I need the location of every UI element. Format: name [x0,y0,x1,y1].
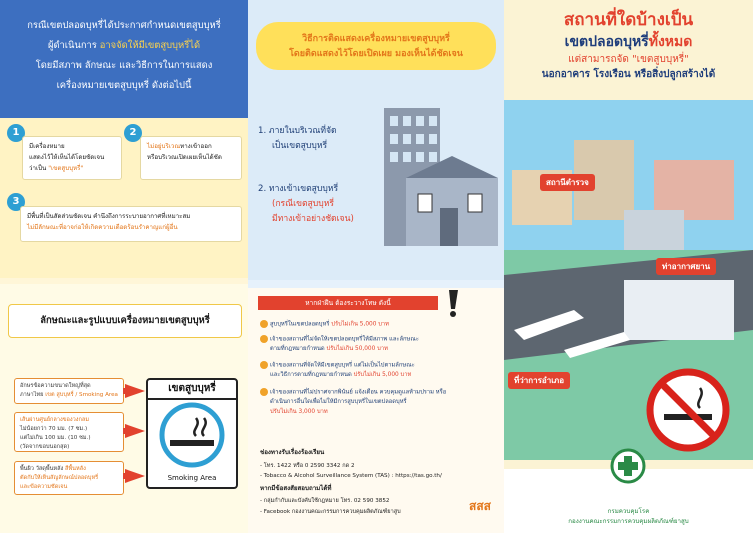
contact-title: หากมีข้อสงสัยสอบถามได้ที่ [260,485,332,492]
building-illustration [384,108,498,246]
cover-title: สถานที่ใดบ้างเป็น เขตปลอดบุหรี่ทั้งหมด แ… [541,10,716,80]
police-station-label: สถานีตำรวจ [540,174,595,191]
spec-block: เส้นผ่านศูนย์กลางของวงกลม ไม่น้อยกว่า 70… [14,412,124,452]
penalty-item: เจ้าของสถานที่จัดให้มีเขตสูบบุหรี่ แต่ไม… [260,361,498,381]
district-office-label: ที่ว่าการอำเภอ [508,372,570,389]
left-panel: กรณีเขตปลอดบุหรี่ได้ประกาศกำหนดเขตสูบบุห… [0,0,248,533]
display-item-1: 1. ภายในบริเวณที่จัด เป็นเขตสูบบุหรี่ [258,126,337,151]
intro-line: โดยมีสภาพ ลักษณะ และวิธีการในการแสดง [35,60,213,71]
city-illustration: สถานีตำรวจ ท่าอากาศยาน ที่ว่าการอำเภอ [504,100,753,460]
contact-line: - Tobacco & Alcohol Surveillance System … [260,473,442,479]
spec-block: พื้นผิว วัสดุพื้นหลัง สีพื้นหลัง ตัดกับใ… [14,461,124,495]
cigarette-icon [159,402,225,468]
step-number: 2 [124,124,142,142]
exclamation-icon [449,290,458,317]
arrow-right-icon [125,424,145,438]
right-panel: สถานที่ใดบ้างเป็น เขตปลอดบุหรี่ทั้งหมด แ… [504,0,753,533]
contact-title: ช่องทางรับเรื่องร้องเรียน [260,449,325,456]
sponsor-logo: สสส [469,499,491,513]
penalty-item: สูบบุหรี่ในเขตปลอดบุหรี่ ปรับไม่เกิน 5,0… [260,320,498,330]
contact-line: - Facebook กองงานคณะกรรมการควบคุมผลิตภัณ… [260,509,401,515]
penalty-item: เจ้าของสถานที่ไม่จัดให้เขตปลอดบุหรี่ให้ม… [260,335,498,355]
penalty-title: หากฝ่าฝืน ต้องระวางโทษ ดังนี้ [258,296,438,310]
display-item-2: 2. ทางเข้าเขตสูบบุหรี่ (กรณีเขตสูบบุหรี่… [258,184,354,224]
no-smoking-icon [646,368,730,452]
intro-box: กรณีเขตปลอดบุหรี่ได้ประกาศกำหนดเขตสูบบุห… [0,0,248,118]
contact-line: - โทร. 1422 หรือ 0 2590 3342 กด 2 [260,463,355,469]
intro-line: เครื่องหมายเขตสูบบุหรี่ ดังต่อไปนี้ [56,80,192,91]
intro-line: ผู้ดำเนินการ [47,40,97,51]
contact-line: - กลุ่มกำกับและบังคับใช้กฎหมาย โทร. 02 5… [260,498,390,504]
airport-label: ท่าอากาศยาน [656,258,717,275]
arrow-right-icon [125,384,145,398]
smoking-area-sign: เขตสูบบุหรี่ Smoking Area [146,378,238,489]
step-number: 1 [7,124,25,142]
step-2-box: ไม่อยู่บริเวณทางเข้าออก หรือบริเวณเปิดเผ… [140,136,242,180]
buildings-icon [504,140,753,360]
step-1-box: มีเครื่องหมาย แสดงไว้ให้เห็นได้โดยชัดเจน… [22,136,122,180]
dept-name: กรมควบคุมโรค [607,508,650,515]
intro-highlight: อาจจัดให้มีเขตสูบบุหรี่ได้ [99,40,201,51]
arrow-right-icon [125,469,145,483]
display-method-banner: วิธีการติดแสดงเครื่องหมายเขตสูบบุหรี่ โด… [256,22,496,70]
spec-block: อักษรข้อความขนาดใหญ่ที่สุด ภาษาไทย เขต ส… [14,378,124,404]
middle-panel: วิธีการติดแสดงเครื่องหมายเขตสูบบุหรี่ โด… [248,0,504,533]
ministry-seal-icon [610,448,646,484]
org-name: กองงานคณะกรรมการควบคุมผลิตภัณฑ์ยาสูบ [568,518,689,525]
intro-line: กรณีเขตปลอดบุหรี่ได้ประกาศกำหนดเขตสูบบุห… [27,20,221,31]
section-title: ลักษณะและรูปแบบเครื่องหมายเขตสูบบุหรี่ [8,304,242,338]
step-3-box: มีพื้นที่เป็นสัดส่วนชัดเจน คำนึงถึงการระ… [20,206,242,242]
penalty-item: เจ้าของสถานที่ไม่ปราศจากพินันย์ แจ้งเตือ… [260,388,498,417]
penalty-area [248,288,504,533]
